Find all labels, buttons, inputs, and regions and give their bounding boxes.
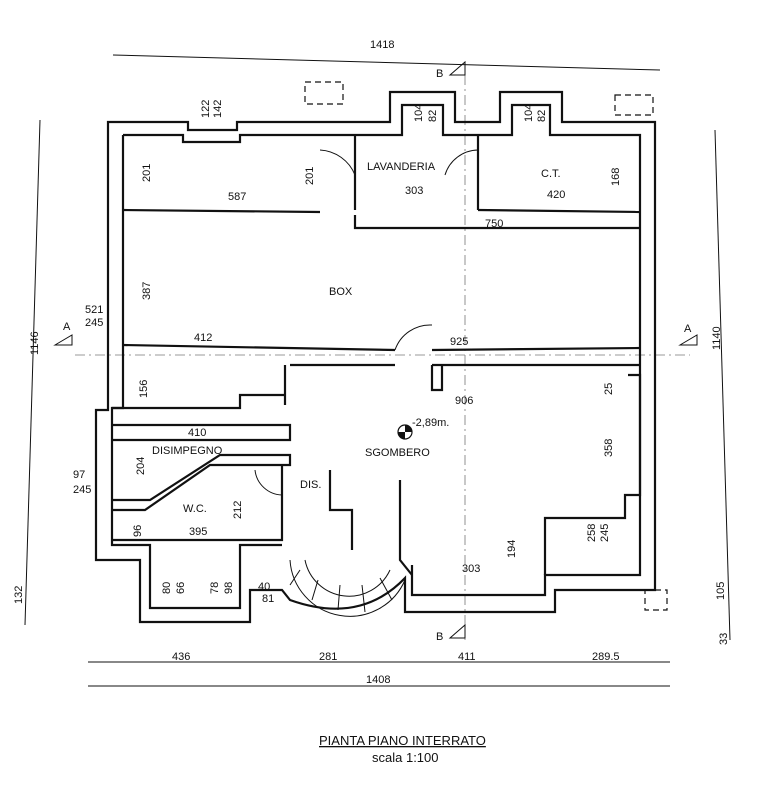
dim-303-top: 303 <box>405 185 423 197</box>
section-arrows <box>53 60 698 639</box>
section-label-a-left: A <box>63 321 71 333</box>
dim-395: 395 <box>189 526 207 538</box>
dim-right-low-1: 105 <box>715 582 727 600</box>
dim-387: 387 <box>141 282 153 300</box>
win-left2-w: 97 <box>73 469 85 481</box>
dim-right-overall: 1140 <box>711 326 723 350</box>
dim-194: 194 <box>506 540 518 558</box>
dim-412: 412 <box>194 332 212 344</box>
win-right-h: 245 <box>599 524 611 542</box>
spiral-stair <box>289 559 406 617</box>
win-b2-h: 98 <box>223 582 235 594</box>
room-dis: DIS. <box>300 479 321 491</box>
dim-587: 587 <box>228 191 246 203</box>
dim-168: 168 <box>610 168 622 186</box>
overall-dimension-lines <box>24 54 731 687</box>
dim-156: 156 <box>138 380 150 398</box>
dim-top-overall: 1418 <box>370 39 394 51</box>
room-lavanderia: LAVANDERIA <box>367 161 436 173</box>
section-axes <box>75 75 690 640</box>
door-swings <box>254 149 479 496</box>
dim-bottom-seg-4: 289.5 <box>592 651 620 663</box>
room-sgombero: SGOMBERO <box>365 447 430 459</box>
room-wc: W.C. <box>183 503 207 515</box>
win-b1-w: 80 <box>161 582 173 594</box>
win-left2-h: 245 <box>73 484 91 496</box>
dim-204: 204 <box>135 457 147 475</box>
room-box: BOX <box>329 286 353 298</box>
drawing-title: PIANTA PIANO INTERRATO <box>319 733 486 748</box>
section-label-b-top: B <box>436 68 443 80</box>
dim-bottom-seg-3: 411 <box>458 651 476 663</box>
win-b1-h: 66 <box>175 582 187 594</box>
section-label-b-bottom: B <box>436 631 443 643</box>
win-b2-w: 78 <box>209 582 221 594</box>
dim-420: 420 <box>547 189 565 201</box>
dim-750: 750 <box>485 218 503 230</box>
room-disimpegno: DISIMPEGNO <box>152 445 223 457</box>
dim-212: 212 <box>232 501 244 519</box>
dim-303-bottom: 303 <box>462 563 480 575</box>
drawing-scale: scala 1:100 <box>372 750 439 765</box>
room-ct: C.T. <box>541 168 561 180</box>
dim-906: 906 <box>455 395 473 407</box>
dashed-outlines <box>304 81 668 611</box>
win-ct-h: 82 <box>536 110 548 122</box>
section-label-a-right: A <box>684 323 692 335</box>
dim-96: 96 <box>132 525 144 537</box>
win-ct-w: 104 <box>523 104 535 122</box>
dim-right-low-2: 33 <box>718 633 730 645</box>
dim-358: 358 <box>603 439 615 457</box>
dim-410: 410 <box>188 427 206 439</box>
level-label: -2,89m. <box>412 417 449 429</box>
dim-bottom-seg-2: 281 <box>319 651 337 663</box>
inner-walls <box>112 135 642 576</box>
win-top-left-h: 142 <box>212 100 224 118</box>
dim-left-low: 132 <box>13 586 25 604</box>
dim-bottom-overall: 1408 <box>366 674 390 686</box>
win-lav-h: 82 <box>427 110 439 122</box>
win-left-h: 245 <box>85 317 103 329</box>
dim-left-overall: 1146 <box>29 331 41 355</box>
dim-201-b: 201 <box>304 167 316 185</box>
win-right-w: 258 <box>586 524 598 542</box>
dim-201-a: 201 <box>141 164 153 182</box>
dim-40: 40 <box>258 581 270 593</box>
dim-81: 81 <box>262 593 274 605</box>
dim-925: 925 <box>450 336 468 348</box>
level-marker <box>397 424 413 440</box>
win-lav-w: 104 <box>413 104 425 122</box>
win-top-left-w: 122 <box>200 100 212 118</box>
dim-bottom-seg-1: 436 <box>172 651 190 663</box>
dim-25: 25 <box>603 383 615 395</box>
win-left-w: 521 <box>85 304 103 316</box>
